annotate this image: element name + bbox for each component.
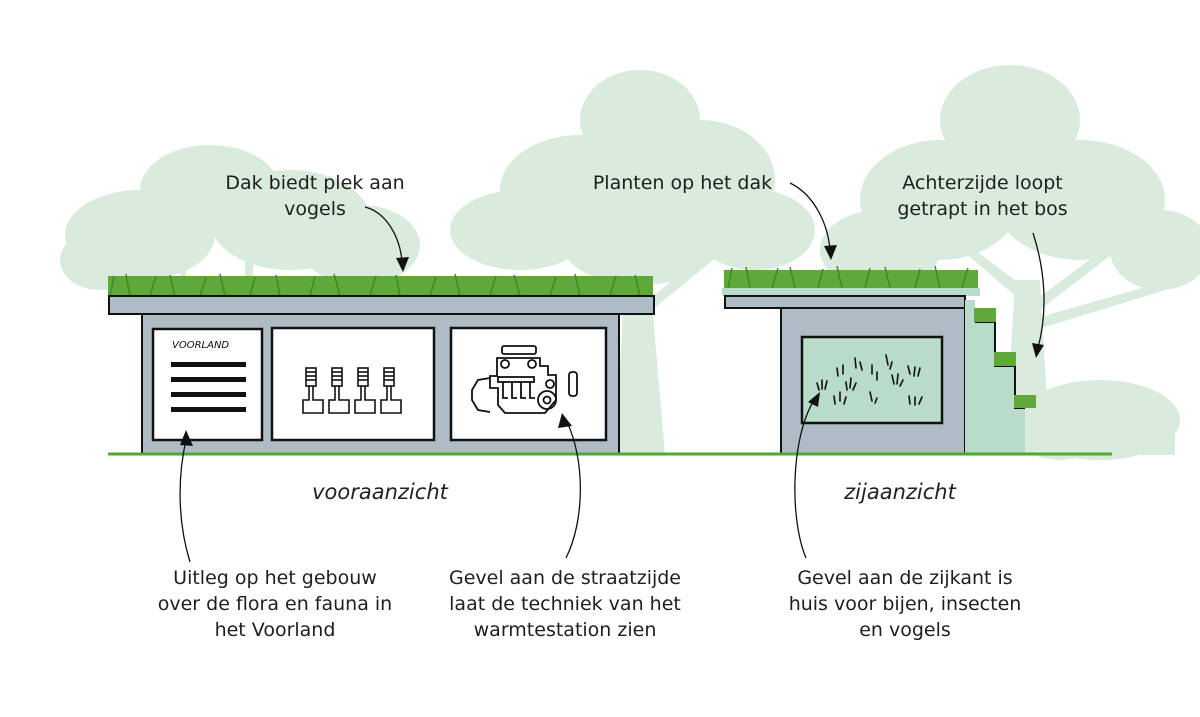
- stepped-rear: [965, 300, 1025, 454]
- label-roof-plants: Planten op het dak: [592, 172, 773, 194]
- side-roof-slab: [724, 295, 966, 309]
- label-explanation: Uitleg op het gebouw over de flora en fa…: [157, 567, 393, 641]
- arrow-heads: [180, 245, 1044, 446]
- tree-left: [60, 145, 420, 300]
- engine-icon: [471, 345, 578, 414]
- text-lines-icon: [171, 362, 246, 412]
- arrow-side-facade: [794, 399, 815, 559]
- label-front-view: vooraanzicht: [312, 480, 448, 504]
- tree-center: [450, 70, 815, 455]
- label-roof-birds: Dak biedt plek aan vogels: [225, 172, 405, 220]
- arrow-roof-plants: [789, 182, 831, 251]
- front-roof-grass: [108, 276, 653, 296]
- front-roof-grass-blades: [109, 273, 641, 297]
- side-view-building: [722, 265, 1036, 455]
- background-trees: [60, 65, 1200, 460]
- annotation-arrows: [179, 182, 1045, 563]
- step-grass: [974, 308, 1036, 408]
- arrow-explanation: [179, 439, 191, 563]
- grass-tufts-icon: [816, 354, 923, 406]
- arrow-rear-stepped: [1032, 232, 1045, 349]
- label-side-facade: Gevel aan de zijkant is huis voor bijen,…: [788, 567, 1022, 641]
- side-roof-grass-blades: [727, 265, 969, 289]
- pistons-panel: [270, 326, 436, 442]
- arrow-roof-birds: [364, 206, 403, 263]
- arrow-street-facade: [565, 421, 581, 559]
- pistons-icon: [302, 367, 402, 414]
- side-roof-grass: [724, 270, 978, 288]
- insect-hotel-panel: [800, 335, 944, 425]
- front-view-building: [108, 273, 655, 455]
- label-rear-stepped: Achterzijde loopt getrapt in het bos: [897, 172, 1068, 220]
- bush-right: [1015, 380, 1180, 460]
- voorland-sign-panel: [151, 327, 264, 442]
- side-roof-edge: [722, 288, 980, 296]
- label-street-facade: Gevel aan de straatzijde laat de technie…: [449, 567, 681, 641]
- front-roof-slab: [108, 295, 655, 315]
- engine-panel: [449, 326, 608, 442]
- voorland-title: VOORLAND: [172, 340, 230, 351]
- label-side-view: zijaanzicht: [844, 480, 956, 504]
